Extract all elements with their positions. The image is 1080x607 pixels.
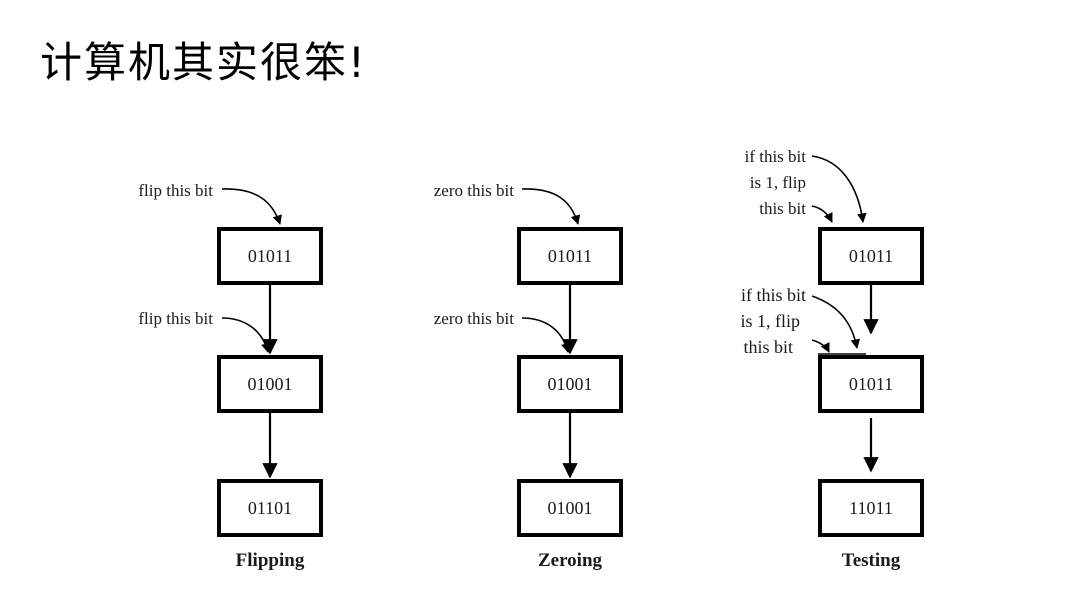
flipping-label-2: flip this bit bbox=[138, 309, 213, 328]
testing-pointer-2b bbox=[811, 339, 830, 353]
testing-label-1-line-1: if this bit bbox=[745, 147, 807, 166]
flipping-box-3-value: 01101 bbox=[248, 498, 292, 518]
testing-box-2-value: 01011 bbox=[849, 374, 893, 394]
zeroing-box-2 bbox=[517, 355, 623, 413]
slide-title: 计算机其实很笨! bbox=[40, 38, 367, 87]
flipping-box-2-value: 01001 bbox=[248, 374, 293, 394]
flipping-box-1 bbox=[217, 227, 323, 285]
flipping-pointer-2 bbox=[221, 317, 271, 353]
zeroing-box-1-value: 01011 bbox=[548, 246, 592, 266]
zeroing-box-1 bbox=[517, 227, 623, 285]
testing-label-1-line-3: this bit bbox=[759, 199, 806, 218]
zeroing-pointer-1 bbox=[521, 188, 581, 225]
zeroing-label-2: zero this bit bbox=[434, 309, 515, 328]
flipping-box-3 bbox=[217, 479, 323, 537]
testing-box-3-value: 11011 bbox=[849, 498, 893, 518]
testing-box-3 bbox=[818, 479, 924, 537]
zeroing-caption: Zeroing bbox=[538, 550, 603, 571]
zeroing-box-3-value: 01001 bbox=[548, 498, 593, 518]
testing-box-1 bbox=[818, 227, 924, 285]
column-flipping: 01011 01001 01101 flip this bit flip thi… bbox=[138, 181, 323, 571]
testing-label-2-line-3: this bit bbox=[743, 337, 793, 357]
flipping-label-1: flip this bit bbox=[138, 181, 213, 200]
column-zeroing: 01011 01001 01001 zero this bit zero thi… bbox=[434, 181, 623, 571]
column-testing: 01011 01011 11011 if this bit is 1, flip… bbox=[740, 147, 924, 571]
flipping-caption: Flipping bbox=[236, 550, 305, 571]
zeroing-pointer-2 bbox=[521, 317, 571, 353]
testing-box-2 bbox=[818, 355, 924, 413]
flipping-pointer-1 bbox=[221, 188, 282, 225]
flipping-box-2 bbox=[217, 355, 323, 413]
zeroing-box-3 bbox=[517, 479, 623, 537]
testing-caption: Testing bbox=[842, 550, 901, 571]
testing-pointer-1a bbox=[811, 155, 867, 223]
testing-box-1-value: 01011 bbox=[849, 246, 893, 266]
testing-label-2-line-2: is 1, flip bbox=[740, 311, 800, 331]
testing-label-1-line-2: is 1, flip bbox=[750, 173, 806, 192]
testing-pointer-1b bbox=[811, 205, 833, 223]
zeroing-label-1: zero this bit bbox=[434, 181, 515, 200]
testing-label-2-line-1: if this bit bbox=[741, 285, 806, 305]
testing-pointer-2a bbox=[811, 295, 861, 349]
zeroing-box-2-value: 01001 bbox=[548, 374, 593, 394]
flipping-box-1-value: 01011 bbox=[248, 246, 292, 266]
